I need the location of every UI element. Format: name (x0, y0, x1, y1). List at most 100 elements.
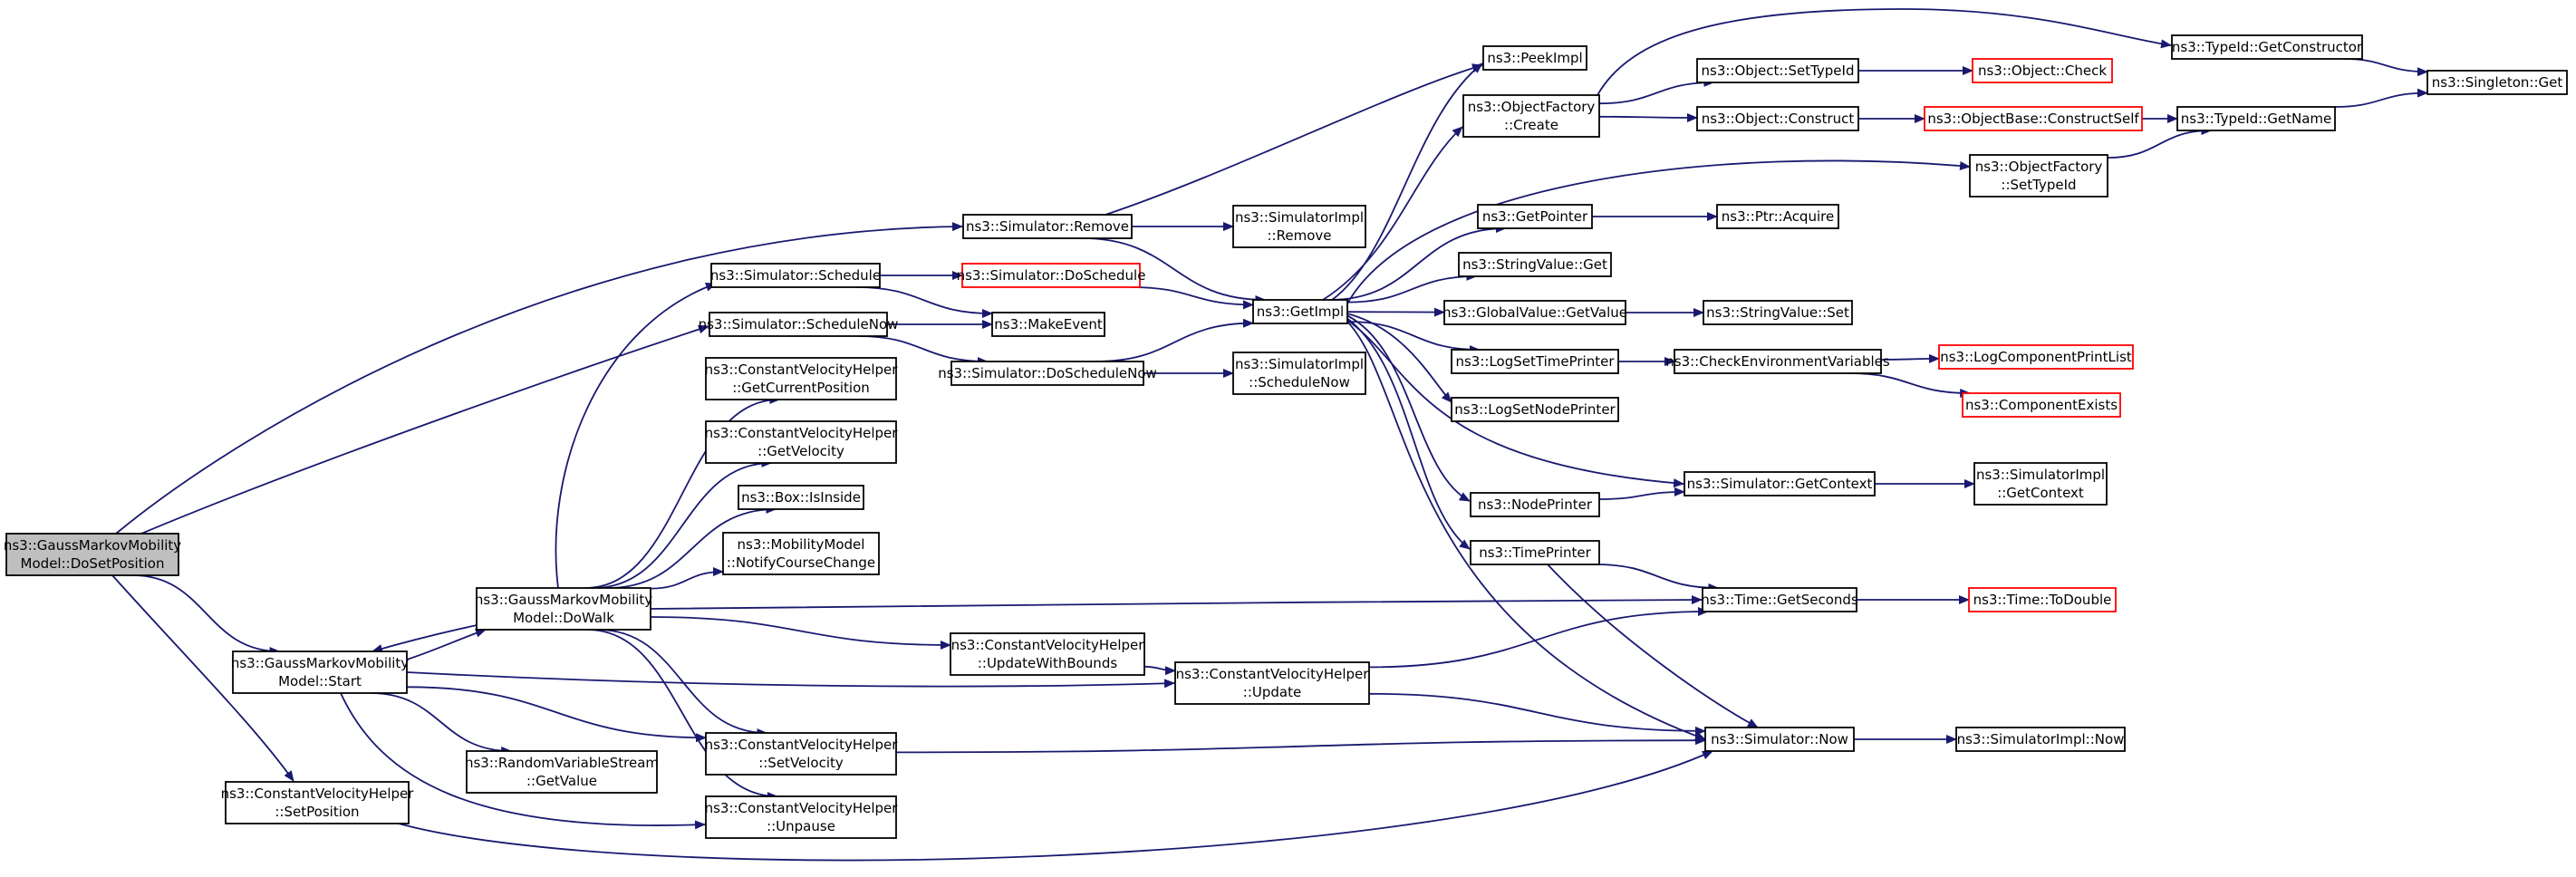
node-getvelocity[interactable]: ns3::ConstantVelocityHelper::GetVelocity (705, 420, 899, 464)
node-box (466, 750, 658, 794)
call-edge-getimpl-to-timeprinter (1342, 314, 1471, 550)
call-edge-timeprinter-to-time_getseconds (1596, 564, 1720, 593)
node-simimpl-remove[interactable]: ns3::SimulatorImpl::Remove (1232, 205, 1366, 248)
node-logsettimeprinter[interactable]: ns3::LogSetTimePrinter (1451, 349, 1619, 374)
node-label-line: ns3::MobilityModel (738, 536, 865, 553)
node-time-todouble[interactable]: ns3::Time::ToDouble (1968, 587, 2117, 612)
node-setvelocity[interactable]: ns3::ConstantVelocityHelper::SetVelocity (705, 732, 899, 776)
node-objectfactory-settypeid[interactable]: ns3::ObjectFactory::SetTypeId (1969, 154, 2108, 198)
node-box (1973, 462, 2108, 506)
node-simimpl-schedulenow[interactable]: ns3::SimulatorImpl::ScheduleNow (1232, 352, 1366, 395)
node-isinside[interactable]: ns3::Box::IsInside (738, 485, 864, 510)
node-label-line: ns3::Simulator::DoSchedule (957, 267, 1146, 284)
node-label-line: ::SetPosition (275, 804, 359, 820)
node-componentexists[interactable]: ns3::ComponentExists (1962, 392, 2121, 418)
node-logsetnodeprinter[interactable]: ns3::LogSetNodePrinter (1451, 397, 1619, 422)
node-label-line: ::GetContext (1997, 485, 2084, 501)
node-getcurrentposition[interactable]: ns3::ConstantVelocityHelper::GetCurrentP… (705, 357, 899, 400)
node-rvs-getvalue[interactable]: ns3::RandomVariableStream::GetValue (465, 750, 659, 794)
node-objectfactory-create[interactable]: ns3::ObjectFactory::Create (1462, 94, 1600, 138)
node-typeid-getname[interactable]: ns3::TypeId::GetName (2176, 106, 2336, 131)
node-box (705, 357, 897, 400)
call-edge-doschedule-to-getimpl (1132, 286, 1254, 310)
node-label-line: ns3::Simulator::Now (1711, 731, 1848, 747)
node-singleton-get[interactable]: ns3::Singleton::Get (2426, 70, 2568, 95)
call-edge-objectfactory_settypeid-to-typeid_getname (2107, 126, 2213, 159)
node-label-line: ns3::Time::GetSeconds (1701, 592, 1858, 608)
node-getimpl[interactable]: ns3::GetImpl (1252, 299, 1348, 324)
call-edge-start-to-rvs_getvalue (370, 692, 513, 756)
node-globalvalue-getvalue[interactable]: ns3::GlobalValue::GetValue (1442, 300, 1627, 325)
node-logcomponentprintlist[interactable]: ns3::LogComponentPrintList (1938, 344, 2134, 370)
call-edge-update-to-time_getseconds (1368, 607, 1709, 669)
node-objectbase-constructself[interactable]: ns3::ObjectBase::ConstructSelf (1924, 106, 2143, 131)
node-label-line: ns3::ObjectFactory (1975, 159, 2103, 175)
node-box (1482, 45, 1587, 71)
node-nodeprinter[interactable]: ns3::NodePrinter (1470, 492, 1600, 517)
node-stringvalue-get[interactable]: ns3::StringValue::Get (1458, 252, 1612, 277)
node-notifycoursechange[interactable]: ns3::MobilityModel::NotifyCourseChange (722, 532, 880, 575)
node-doschedule[interactable]: ns3::Simulator::DoSchedule (957, 263, 1146, 288)
node-box (1451, 349, 1619, 374)
node-label-line: ::Remove (1268, 227, 1332, 244)
node-checkenvvars[interactable]: ns3::CheckEnvironmentVariables (1665, 349, 1890, 374)
node-schedule[interactable]: ns3::Simulator::Schedule (710, 263, 881, 288)
node-time-getseconds[interactable]: ns3::Time::GetSeconds (1701, 587, 1858, 612)
node-box (1938, 344, 2134, 370)
node-dosetposition: ns3::GaussMarkovMobilityModel::DoSetPosi… (4, 533, 181, 576)
node-box (738, 485, 864, 510)
node-label-line: ns3::LogSetTimePrinter (1455, 353, 1615, 370)
node-object-construct[interactable]: ns3::Object::Construct (1696, 106, 1859, 131)
node-label-line: ns3::GaussMarkovMobility (475, 592, 652, 608)
node-box (705, 732, 897, 776)
node-label-line: ns3::LogSetNodePrinter (1454, 401, 1616, 418)
node-unpause[interactable]: ns3::ConstantVelocityHelper::Unpause (705, 795, 899, 839)
call-edge-nodeprinter-to-getcontext (1598, 487, 1685, 500)
call-edge-dowalk-to-setvelocity (597, 629, 768, 737)
node-box (1470, 540, 1600, 565)
node-makeevent[interactable]: ns3::MakeEvent (991, 312, 1105, 337)
node-object-check[interactable]: ns3::Object::Check (1972, 58, 2113, 83)
node-peekimpl[interactable]: ns3::PeekImpl (1482, 45, 1587, 71)
node-box (2171, 34, 2363, 60)
node-getpointer[interactable]: ns3::GetPointer (1477, 204, 1593, 229)
node-label-line: ns3::Box::IsInside (741, 489, 861, 506)
node-typeid-getconstructor[interactable]: ns3::TypeId::GetConstructor (2171, 34, 2363, 60)
node-update[interactable]: ns3::ConstantVelocityHelper::Update (1174, 661, 1370, 705)
node-box (1470, 492, 1600, 517)
node-simulator-now[interactable]: ns3::Simulator::Now (1704, 727, 1855, 752)
node-box (705, 420, 897, 464)
node-stringvalue-set[interactable]: ns3::StringValue::Set (1703, 300, 1853, 325)
node-label-line: ns3::PeekImpl (1487, 50, 1582, 66)
node-object-settypeid[interactable]: ns3::Object::SetTypeId (1696, 58, 1859, 83)
node-label-line: ns3::ConstantVelocityHelper (705, 361, 899, 378)
node-label-line: ns3::StringValue::Set (1706, 304, 1849, 321)
node-remove[interactable]: ns3::Simulator::Remove (962, 214, 1133, 239)
call-edge-getimpl-to-simulator_now (1342, 316, 1706, 740)
node-label-line: ns3::StringValue::Get (1462, 256, 1607, 273)
node-ptr-acquire[interactable]: ns3::Ptr::Acquire (1716, 204, 1839, 229)
node-doschedulenow[interactable]: ns3::Simulator::DoScheduleNow (938, 361, 1157, 386)
node-label-line: ns3::GaussMarkovMobility (231, 655, 409, 671)
node-label-line: ::UpdateWithBounds (978, 655, 1117, 671)
node-label-line: ns3::SimulatorImpl (1976, 467, 2105, 483)
node-setposition[interactable]: ns3::ConstantVelocityHelper::SetPosition (221, 781, 415, 824)
node-label-line: ns3::ConstantVelocityHelper (1176, 666, 1370, 682)
node-box (1684, 471, 1876, 496)
node-updatewithbounds[interactable]: ns3::ConstantVelocityHelper::UpdateWithB… (950, 632, 1145, 676)
node-getcontext[interactable]: ns3::Simulator::GetContext (1684, 471, 1876, 496)
node-simimpl-getcontext[interactable]: ns3::SimulatorImpl::GetContext (1973, 462, 2108, 506)
call-edge-dosetposition-to-setposition (111, 574, 294, 782)
call-edge-getimpl-to-objectfactory_settypeid (1346, 159, 1971, 306)
call-edge-schedule-to-makeevent (856, 286, 993, 318)
node-label-line: ns3::ConstantVelocityHelper (951, 637, 1145, 653)
call-edge-objectfactory_create-to-object_settypeid (1598, 78, 1715, 105)
node-box (1458, 252, 1612, 277)
node-schedulenow[interactable]: ns3::Simulator::ScheduleNow (699, 312, 899, 337)
node-timeprinter[interactable]: ns3::TimePrinter (1470, 540, 1600, 565)
node-simimpl-now[interactable]: ns3::SimulatorImpl::Now (1955, 727, 2126, 752)
node-box (1704, 727, 1855, 752)
node-label-line: ns3::SimulatorImpl::Now (1957, 731, 2125, 747)
